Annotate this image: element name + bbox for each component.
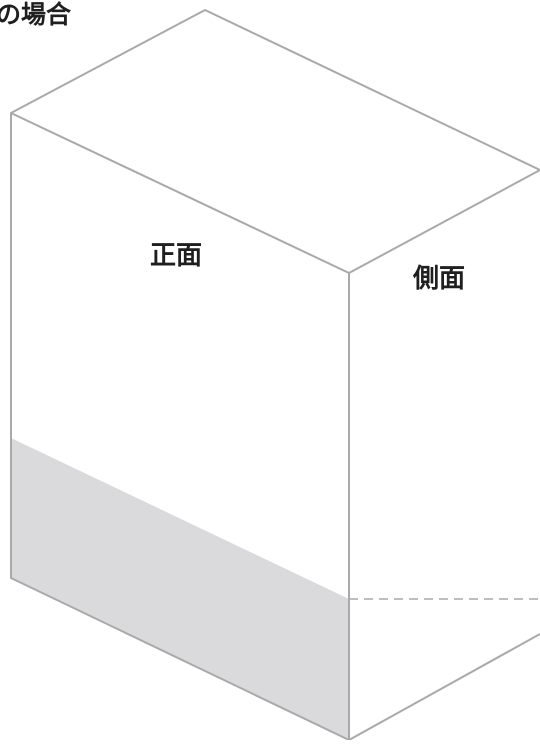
top-face bbox=[10, 9, 540, 274]
side-face-bottom-edge bbox=[348, 633, 540, 741]
front-face-shaded-band bbox=[11, 438, 349, 740]
front-face-left-edge bbox=[10, 113, 350, 741]
front-face-label: 正面 bbox=[150, 241, 203, 271]
side-face-label: 側面 bbox=[413, 264, 466, 294]
heading-fragment: の場合 bbox=[0, 0, 72, 29]
